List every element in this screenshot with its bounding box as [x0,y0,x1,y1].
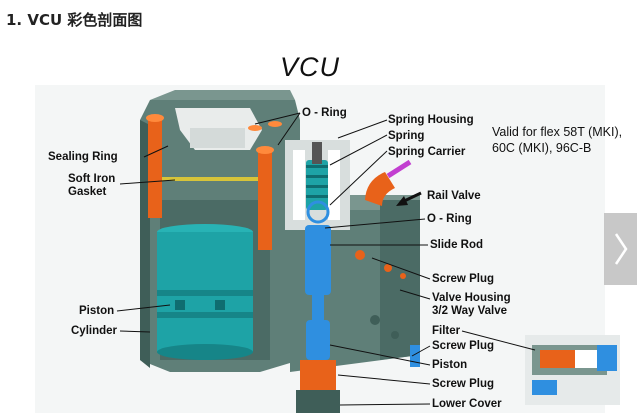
rail-valve-arrow-icon [396,191,422,206]
label-o-ring-mid: O - Ring [427,213,472,225]
label-valve-housing-2: 3/2 Way Valve [432,305,508,317]
label-screw-plug-3: Screw Plug [432,378,494,390]
label-screw-plug-2: Screw Plug [432,340,494,352]
piston-left-shape [157,224,253,360]
chevron-right-icon [614,233,628,265]
label-o-ring-top: O - Ring [302,107,347,119]
label-screw-plug-1: Screw Plug [432,273,494,285]
label-rail-valve: Rail Valve [427,190,481,202]
label-spring-housing: Spring Housing [388,114,474,126]
leader-lines [116,112,536,406]
validity-note-line-2: 60C (MKI), 96C-B [492,141,592,155]
label-spring: Spring [388,130,425,142]
label-piston-right: Piston [432,359,468,371]
validity-note: Valid for flex 58T (MKI), 60C (MKI), 96C… [492,124,622,156]
slide-rod-shape [296,225,340,413]
spring-housing-shape [285,140,350,230]
section-heading: 1. VCU 彩色剖面图 [6,11,143,29]
label-lower-cover: Lower Cover [432,398,502,410]
label-slide-rod: Slide Rod [430,239,484,251]
label-sealing-ring: Sealing Ring [48,151,118,163]
figure-title: VCU [280,52,341,82]
label-soft-iron-gasket-1: Soft Iron [68,173,116,185]
rail-valve-shape [365,159,412,206]
label-valve-housing-1: Valve Housing [432,292,511,304]
label-filter: Filter [432,325,461,337]
filter-inset [525,335,620,405]
label-soft-iron-gasket-2: Gasket [68,186,107,198]
label-cylinder: Cylinder [71,325,118,337]
next-image-button[interactable] [604,213,637,285]
label-spring-carrier: Spring Carrier [388,146,466,158]
validity-note-line-1: Valid for flex 58T (MKI), [492,125,623,139]
label-piston-left: Piston [79,305,115,317]
bolts [146,114,282,250]
